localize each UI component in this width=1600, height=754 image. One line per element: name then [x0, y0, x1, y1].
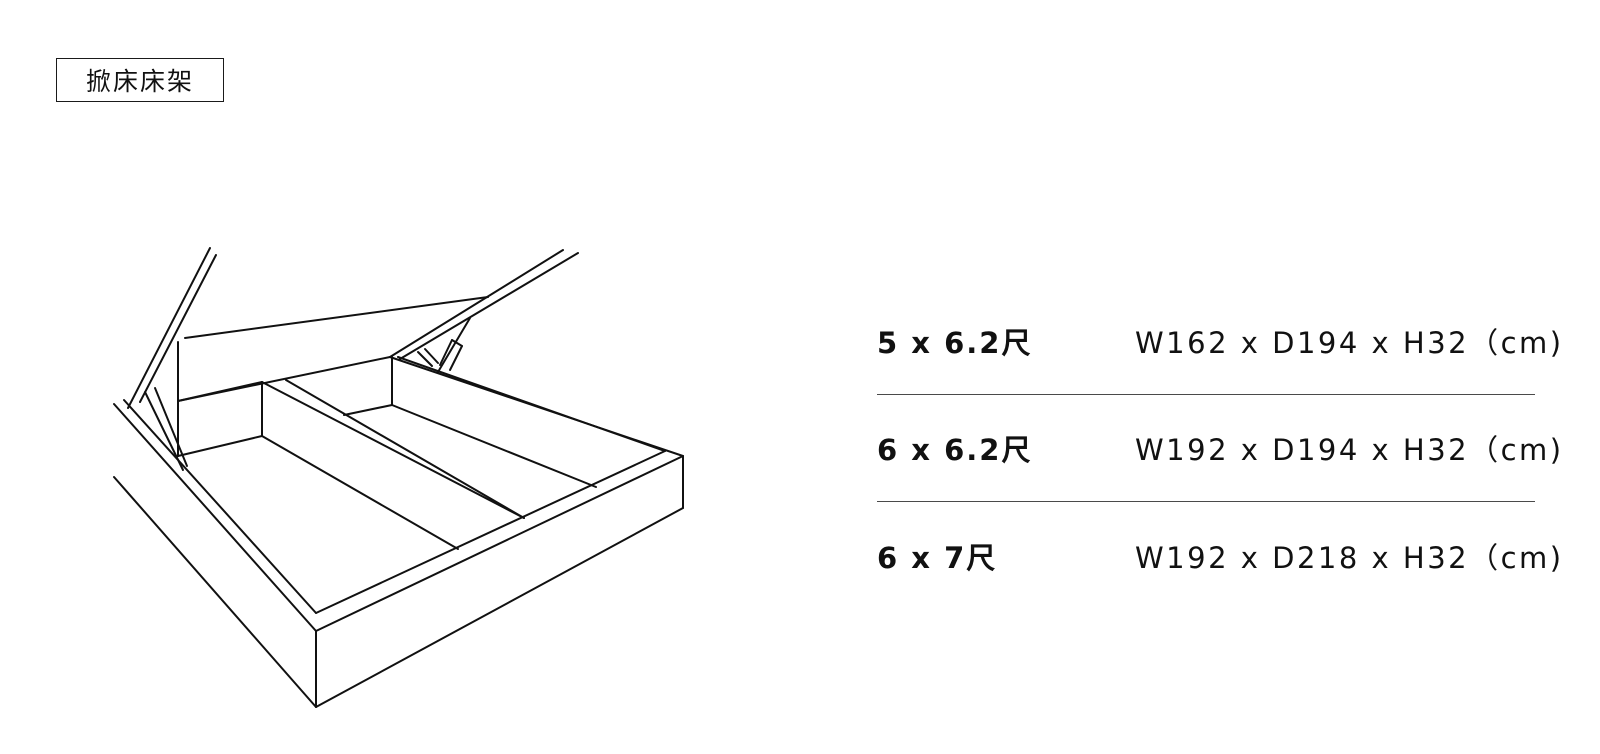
lid-top-edge-inner: [399, 252, 579, 360]
right-floor-line: [391, 404, 597, 488]
frame-front-inner: [315, 450, 666, 614]
size-label: 6 x 6.2尺: [877, 433, 1033, 467]
right-gas-strut-1: [437, 317, 471, 373]
right-gas-strut-2: [451, 339, 463, 347]
size-row: 6 x 7尺 W192 x D218 x H32（cm): [877, 502, 1561, 609]
size-row: 6 x 6.2尺 W192 x D194 x H32（cm): [877, 395, 1561, 502]
size-row: 5 x 6.2尺 W162 x D194 x H32（cm): [877, 288, 1561, 395]
right-gas-strut-4: [449, 345, 463, 371]
right-hinge-a: [417, 351, 433, 367]
center-beam-top-2: [285, 379, 525, 519]
center-beam-top: [261, 381, 525, 519]
frame-bottom-left: [113, 476, 317, 708]
lid-top-edge-outer: [389, 249, 564, 358]
frame-right-back-inner: [397, 356, 666, 452]
interior-back-right-bottom: [343, 404, 393, 416]
lid-panel-top: [184, 296, 489, 339]
size-dimensions: W192 x D194 x H32（cm): [1135, 433, 1564, 467]
frame-outer-left-inner: [123, 399, 317, 614]
product-title: 掀床床架: [56, 58, 224, 102]
size-dimensions: W162 x D194 x H32（cm): [1135, 326, 1564, 360]
frame-bottom-front: [315, 507, 684, 708]
size-label: 6 x 7尺: [877, 540, 998, 575]
interior-back-left-top: [177, 381, 263, 402]
size-label: 5 x 6.2尺: [877, 326, 1033, 360]
frame-front-top: [315, 455, 684, 632]
lid-left-edge-outer: [127, 247, 211, 409]
lid-left-edge-inner: [139, 254, 217, 403]
right-gas-strut-3: [439, 339, 453, 366]
bed-frame-illustration: [100, 235, 700, 720]
storage-bed-icon: [113, 247, 684, 708]
size-dimensions: W192 x D218 x H32（cm): [1135, 540, 1564, 575]
size-table: 5 x 6.2尺 W162 x D194 x H32（cm) 6 x 6.2尺 …: [877, 288, 1561, 609]
interior-back-left-bottom: [177, 435, 263, 457]
left-hinge-strut-2: [154, 387, 188, 467]
right-hinge-b: [424, 348, 439, 364]
frame-outer-left-top: [113, 403, 317, 632]
center-beam-bottom: [261, 435, 459, 550]
